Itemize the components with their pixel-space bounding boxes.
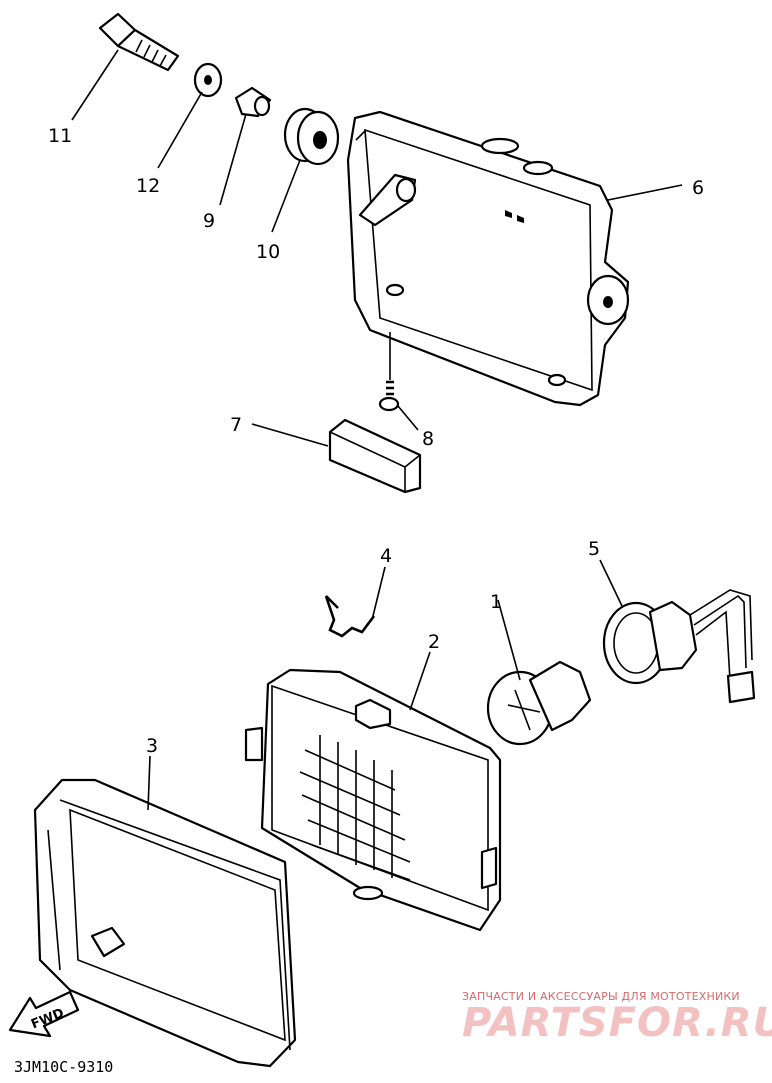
part-11-bolt [98, 12, 180, 72]
part-1-bulb [486, 660, 592, 746]
callout-2: 2 [428, 631, 440, 653]
callout-8: 8 [422, 428, 434, 450]
callout-6: 6 [692, 177, 704, 199]
drawing-code: 3JM10C-9310 [14, 1058, 113, 1076]
part-5-socket [602, 589, 756, 704]
callout-5: 5 [588, 538, 600, 560]
part-2-headlight-unit [244, 668, 502, 932]
watermark-logo: PARTSFOR.RU [462, 1000, 772, 1046]
leader-lines [71, 49, 683, 811]
callout-4: 4 [380, 545, 392, 567]
part-3-rim [33, 778, 297, 1068]
callout-11: 11 [48, 125, 72, 147]
watermark-tagline: ЗАПЧАСТИ И АКСЕССУАРЫ ДЛЯ МОТОТЕХНИКИ [462, 990, 740, 1003]
part-6-housing [346, 110, 630, 407]
part-12-washer [193, 62, 223, 98]
part-10-grommet [283, 107, 340, 166]
part-9-collar [234, 86, 272, 118]
callout-10: 10 [256, 241, 280, 263]
fwd-arrow: FWD [8, 990, 80, 1038]
part-4-clip [324, 595, 376, 638]
callouts: 11 12 9 10 6 7 8 4 5 2 1 3 [48, 125, 704, 757]
callout-1: 1 [490, 591, 502, 613]
callout-3: 3 [146, 735, 158, 757]
callout-12: 12 [136, 175, 160, 197]
watermark: ЗАПЧАСТИ И АКСЕССУАРЫ ДЛЯ МОТОТЕХНИКИ PA… [462, 990, 772, 1046]
callout-9: 9 [203, 210, 215, 232]
callout-7: 7 [230, 414, 242, 436]
part-7-pad [328, 418, 422, 494]
part-8-screw [378, 332, 400, 412]
